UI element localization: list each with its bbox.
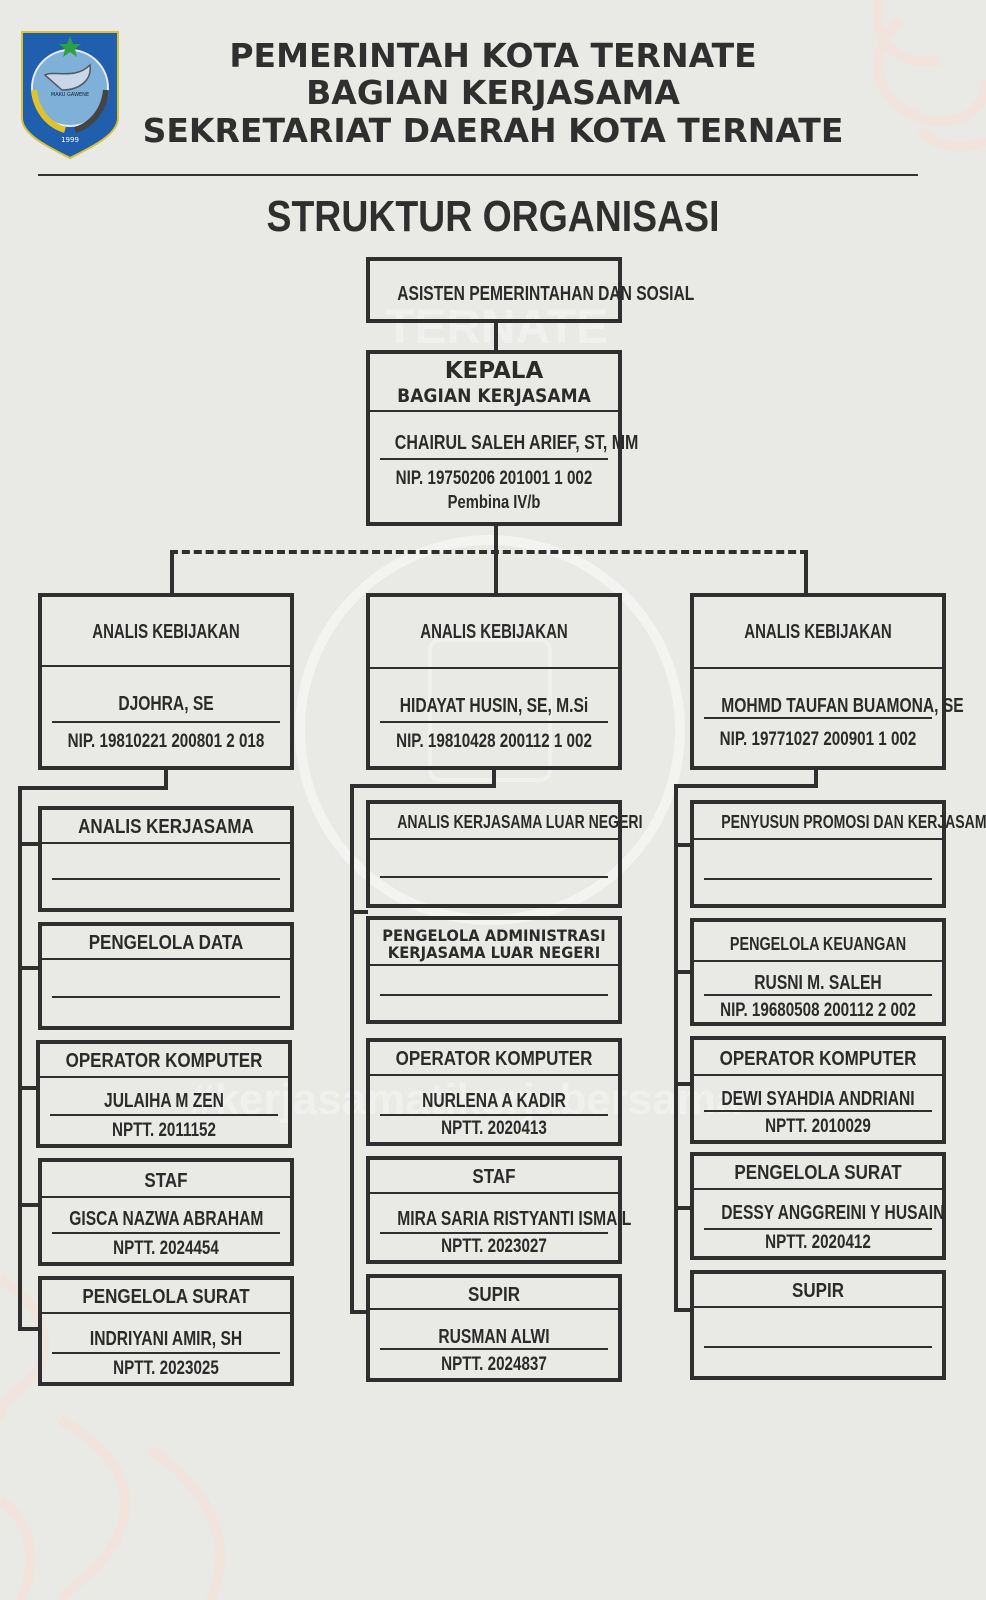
staff-name: JULAIHA M ZEN [104, 1090, 224, 1112]
staff-name: NURLENA A KADIR [422, 1090, 566, 1112]
position-title-line2: KERJASAMA LUAR NEGERI [387, 943, 601, 962]
position-title: PENYUSUN PROMOSI DAN KERJASAMA [721, 812, 986, 832]
col1-box-pengelola-data: PENGELOLA DATA [38, 922, 294, 1030]
analis-box-3: ANALIS KEBIJAKAN MOHMD TAUFAN BUAMONA, S… [690, 593, 964, 770]
emblem-motto: MAKU GAWENE [51, 92, 89, 98]
staff-id: NPTT. 2010029 [765, 1116, 871, 1137]
staff-name: INDRIYANI AMIR, SH [89, 1328, 243, 1350]
position-title: STAF [144, 1170, 188, 1192]
staff-name: DEWI SYAHDIA ANDRIANI [721, 1088, 915, 1110]
header-line-3: SEKRETARIAT DAERAH KOTA TERNATE [142, 111, 844, 150]
col1-box-analis-kerjasama: ANALIS KERJASAMA [38, 806, 294, 912]
position-title: PENGELOLA KEUANGAN [729, 934, 907, 954]
staff-name: GISCA NAZWA ABRAHAM [69, 1208, 264, 1230]
position-title: PENGELOLA ADMINISTRASI [382, 926, 606, 945]
col2-box-supir: SUPIR RUSMAN ALWI NPTT. 2024837 [366, 1274, 622, 1382]
staff-id: NPTT. 2024837 [441, 1354, 547, 1375]
col2-box-analis-kln: ANALIS KERJASAMA LUAR NEGERI [366, 800, 643, 908]
col3-box-supir: SUPIR [690, 1270, 946, 1380]
analis-title: ANALIS KEBIJAKAN [420, 621, 568, 643]
staff-id: NPTT. 2024454 [113, 1238, 219, 1259]
position-title: SUPIR [792, 1280, 844, 1302]
city-emblem: MAKU GAWENE 1999 [21, 31, 119, 160]
kepala-rank: Pembina IV/b [447, 492, 541, 512]
staff-id: NPTT. 2023027 [441, 1236, 547, 1257]
col3-box-penyusun: PENYUSUN PROMOSI DAN KERJASAMA [690, 800, 986, 908]
kepala-name: CHAIRUL SALEH ARIEF, ST, MM [394, 432, 639, 454]
analis-name: MOHMD TAUFAN BUAMONA, SE [721, 695, 964, 717]
position-title: ANALIS KERJASAMA [78, 816, 254, 838]
staff-id: NPTT. 2020412 [765, 1232, 871, 1253]
analis-name: HIDAYAT HUSIN, SE, M.Si [399, 695, 589, 717]
analis-title: ANALIS KEBIJAKAN [92, 621, 240, 643]
staff-id: NPTT. 2023025 [113, 1358, 219, 1379]
col1-box-staf: STAF GISCA NAZWA ABRAHAM NPTT. 2024454 [38, 1158, 294, 1266]
position-title: OPERATOR KOMPUTER [719, 1048, 917, 1070]
staff-name: MIRA SARIA RISTYANTI ISMAIL [397, 1208, 632, 1230]
staff-id: NIP. 19680508 200112 2 002 [720, 1000, 916, 1021]
connector-kepala-down [494, 525, 498, 595]
staff-name: RUSMAN ALWI [438, 1326, 550, 1348]
col3-box-operator: OPERATOR KOMPUTER DEWI SYAHDIA ANDRIANI … [690, 1036, 946, 1144]
col1-box-pengelola-surat: PENGELOLA SURAT INDRIYANI AMIR, SH NPTT.… [38, 1276, 294, 1386]
analis-title: ANALIS KEBIJAKAN [744, 621, 892, 643]
position-title: STAF [472, 1166, 516, 1188]
asisten-label: ASISTEN PEMERINTAHAN DAN SOSIAL [397, 283, 695, 305]
col3-trunk [674, 784, 678, 1312]
staff-name: DESSY ANGGREINI Y HUSAIN [721, 1202, 945, 1224]
col1-box-operator: OPERATOR KOMPUTER JULAIHA M ZEN NPTT. 20… [36, 1040, 292, 1148]
col2-box-operator: OPERATOR KOMPUTER NURLENA A KADIR NPTT. … [366, 1038, 622, 1146]
analis-nip: NIP. 19771027 200901 1 002 [719, 729, 917, 750]
connector-left-analis [170, 550, 174, 595]
analis-box-2: ANALIS KEBIJAKAN HIDAYAT HUSIN, SE, M.Si… [366, 593, 622, 770]
kepala-box: KEPALA BAGIAN KERJASAMA CHAIRUL SALEH AR… [366, 350, 639, 526]
analis-nip: NIP. 19810428 200112 1 002 [396, 731, 592, 752]
analis-name: DJOHRA, SE [118, 693, 214, 715]
staff-id: NPTT. 2011152 [112, 1120, 216, 1141]
header-line-2: BAGIAN KERJASAMA [306, 73, 680, 112]
position-title: OPERATOR KOMPUTER [65, 1050, 263, 1072]
col2-box-pengelola-admin: PENGELOLA ADMINISTRASI KERJASAMA LUAR NE… [366, 916, 622, 1024]
position-title: PENGELOLA DATA [88, 932, 244, 954]
analis-box-1: ANALIS KEBIJAKAN DJOHRA, SE NIP. 1981022… [38, 593, 294, 770]
connector-right-analis [804, 550, 808, 595]
position-title: OPERATOR KOMPUTER [395, 1048, 593, 1070]
col2-trunk [350, 784, 354, 1314]
col1-trunk [18, 786, 22, 1331]
col3-box-keuangan: PENGELOLA KEUANGAN RUSNI M. SALEH NIP. 1… [690, 918, 946, 1026]
kepala-subtitle: BAGIAN KERJASAMA [397, 385, 591, 407]
position-title: SUPIR [468, 1284, 520, 1306]
position-title: PENGELOLA SURAT [734, 1162, 902, 1184]
position-title: ANALIS KERJASAMA LUAR NEGERI [397, 812, 643, 832]
header-divider [38, 174, 918, 176]
emblem-year: 1999 [61, 136, 79, 144]
col2-box-staf: STAF MIRA SARIA RISTYANTI ISMAIL NPTT. 2… [366, 1156, 632, 1264]
asisten-box: ASISTEN PEMERINTAHAN DAN SOSIAL [366, 257, 695, 323]
position-title: PENGELOLA SURAT [82, 1286, 250, 1308]
header-line-1: PEMERINTAH KOTA TERNATE [229, 36, 757, 75]
staff-name: RUSNI M. SALEH [754, 972, 882, 994]
connector-asisten-kepala [494, 322, 498, 352]
kepala-title: KEPALA [444, 358, 544, 384]
analis-nip: NIP. 19810221 200801 2 018 [67, 731, 265, 752]
col3-box-pengelola-surat: PENGELOLA SURAT DESSY ANGGREINI Y HUSAIN… [690, 1152, 946, 1260]
kepala-nip: NIP. 19750206 201001 1 002 [395, 468, 593, 489]
page-title: STRUKTUR ORGANISASI [266, 192, 720, 241]
staff-id: NPTT. 2020413 [441, 1118, 547, 1139]
dashed-coordination-line [170, 550, 808, 554]
